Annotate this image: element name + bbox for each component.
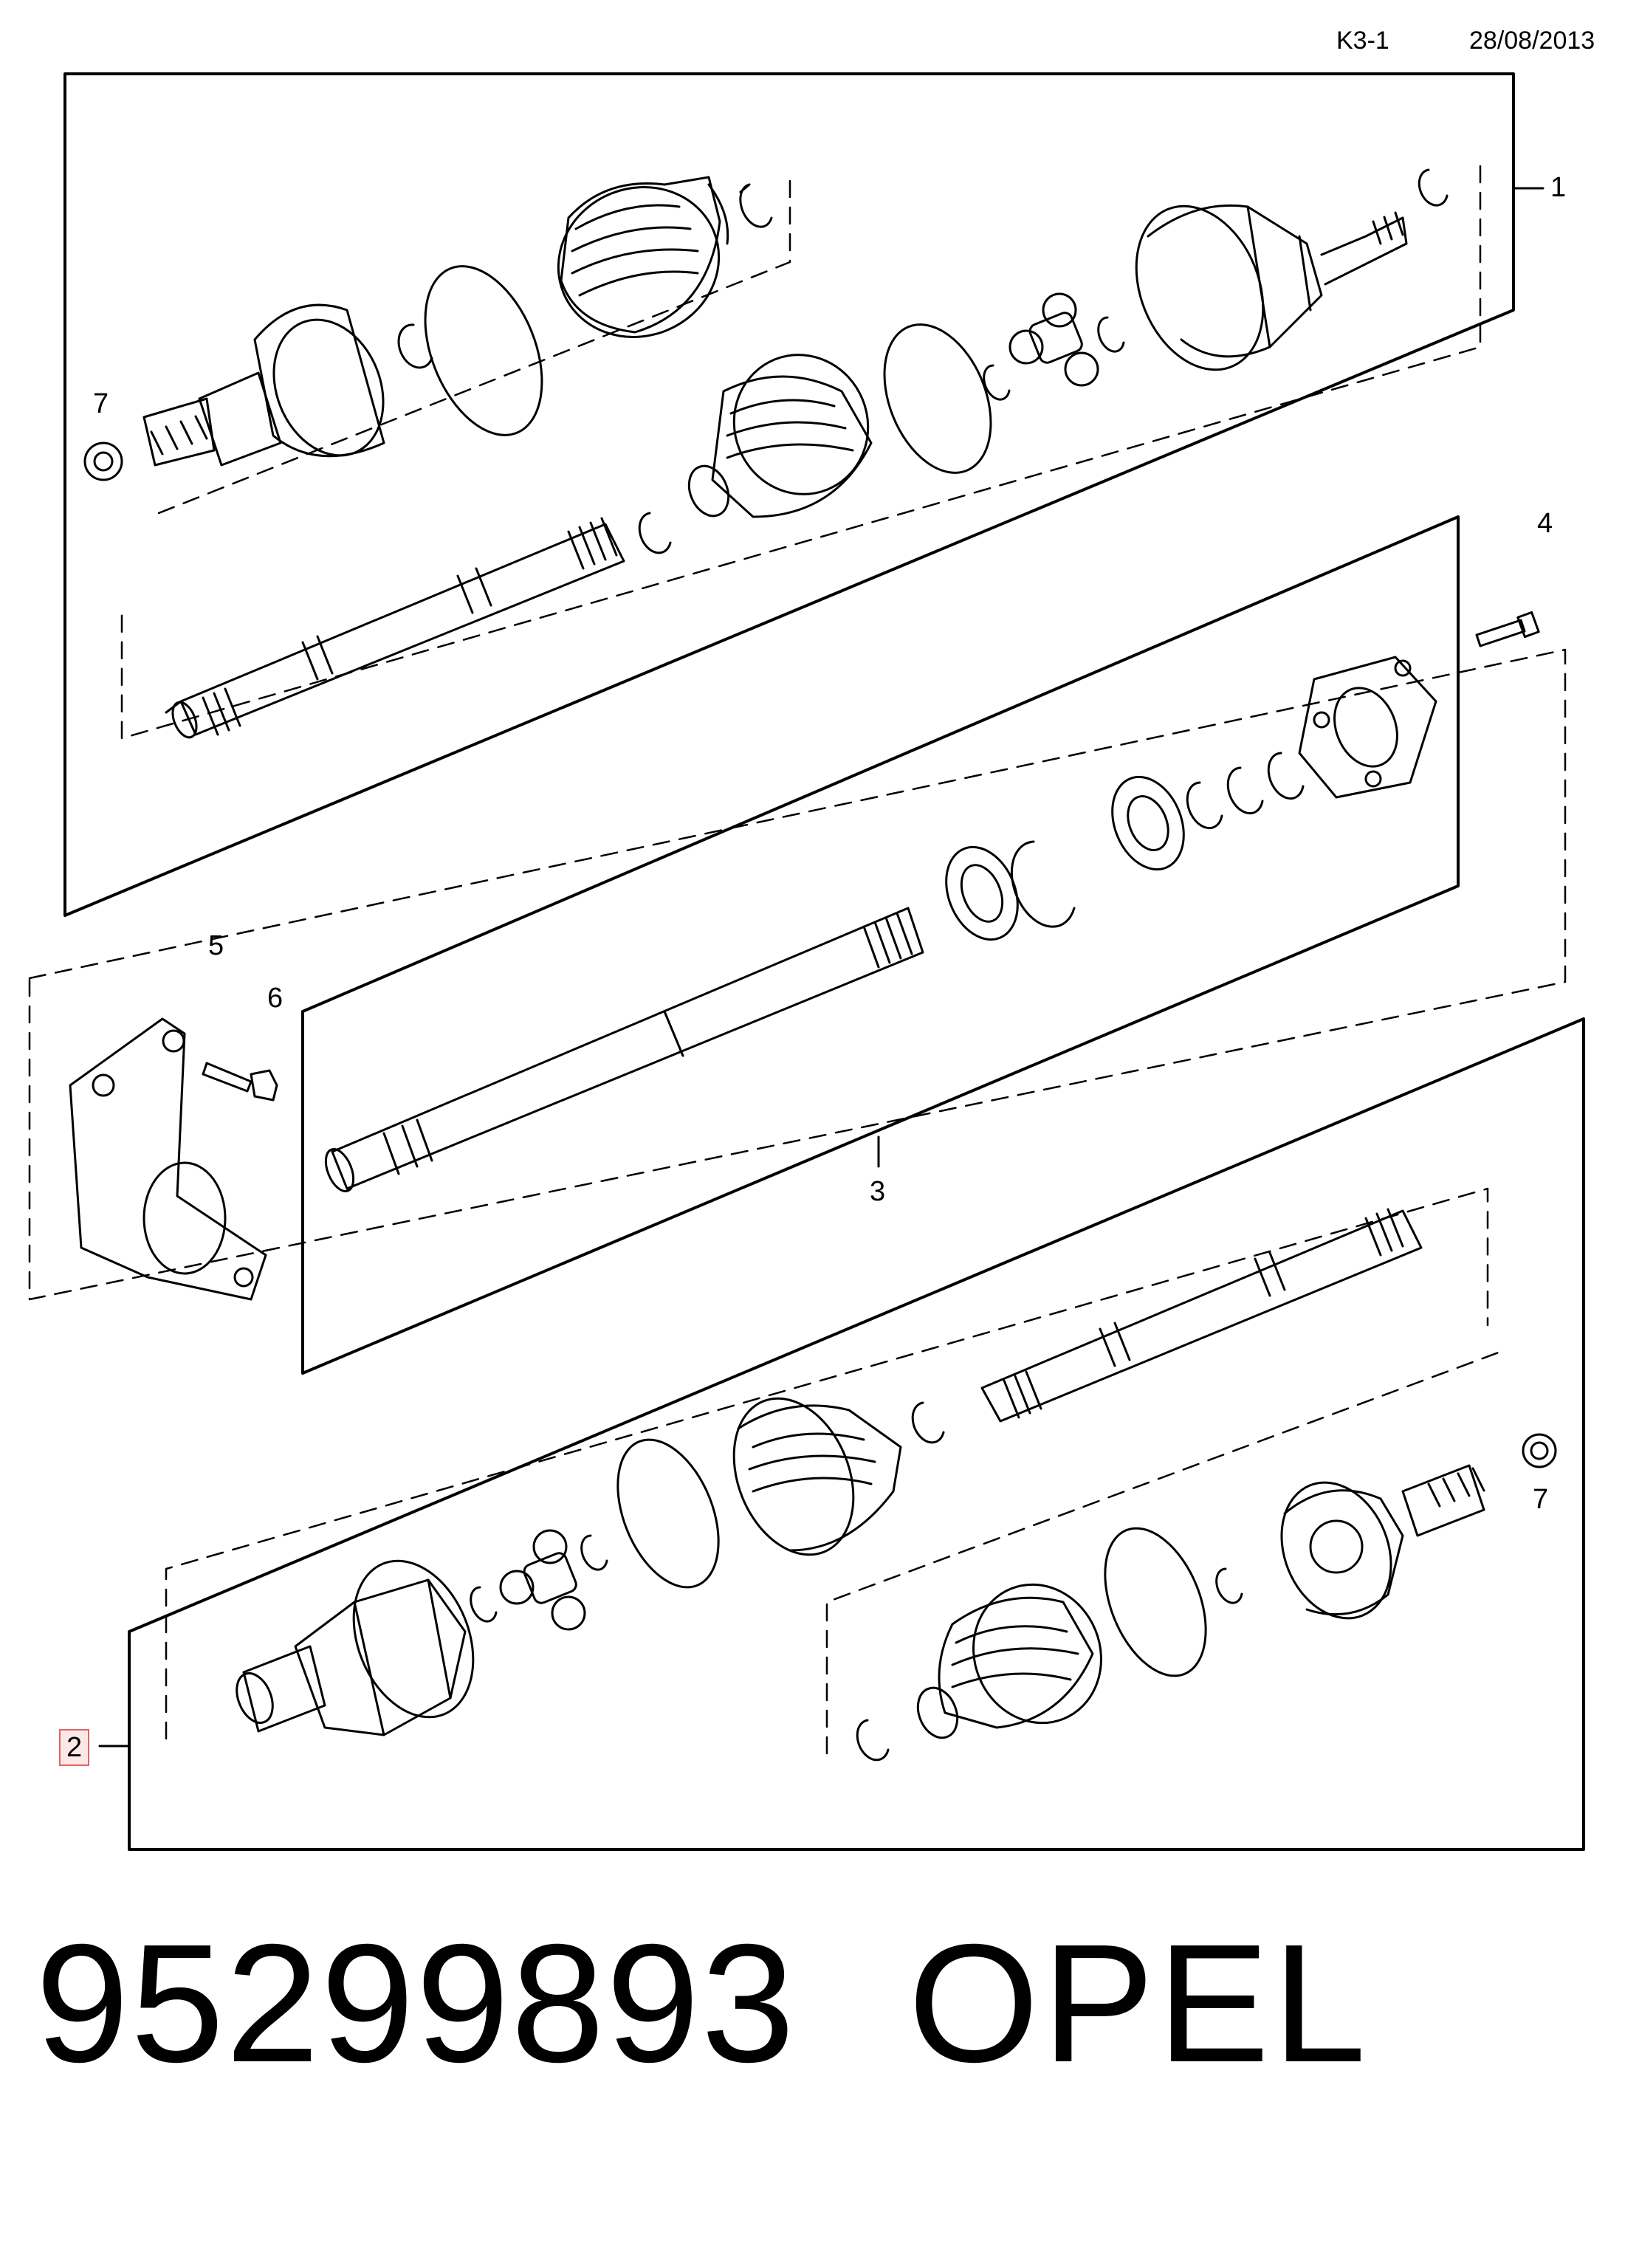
- upper-tripod-snapring: [1097, 316, 1125, 353]
- callout-2: 2: [59, 1729, 90, 1766]
- flange-bolt: [1475, 611, 1540, 647]
- upper-inner-circlip: [983, 364, 1011, 401]
- lower-outer-circlip: [1215, 1567, 1243, 1604]
- lower-outer-small-clamp: [856, 1719, 890, 1762]
- callout-7-upper: 7: [93, 388, 109, 419]
- lower-outer-cv-joint: [1280, 1464, 1485, 1620]
- upper-outer-cv-joint: [83, 303, 385, 481]
- lower-tripod-snaprings: [470, 1534, 608, 1623]
- lower-outer-clamp: [1104, 1527, 1207, 1677]
- group-2-frame: [98, 1017, 1585, 1851]
- callout-7-lower: 7: [1533, 1484, 1549, 1515]
- lower-axle-nut: [1522, 1433, 1557, 1468]
- lower-inner-clamp: [616, 1438, 720, 1589]
- lower-inner-small-clamp: [911, 1401, 945, 1444]
- bearing-snaprings: [1186, 752, 1305, 829]
- lower-inner-tripod-housing: [236, 1559, 475, 1736]
- upper-boot-small-clamp: [638, 512, 672, 554]
- center-bearing: [1111, 775, 1185, 871]
- upper-inner-tripod-housing: [1135, 168, 1449, 371]
- callout-5: 5: [208, 930, 224, 961]
- callout-3: 3: [870, 1176, 886, 1207]
- sheet-code: K3-1: [1336, 27, 1389, 55]
- callout-1: 1: [1550, 172, 1567, 203]
- upper-outer-small-clamp: [739, 183, 773, 228]
- brand-name: OPEL: [908, 1910, 1370, 2097]
- support-bracket: [69, 1017, 267, 1301]
- bracket-bolt: [202, 1062, 278, 1102]
- upper-outer-clamp: [424, 265, 543, 436]
- upper-outer-boot: [557, 176, 729, 338]
- upper-inner-boot: [687, 354, 873, 518]
- callout-4: 4: [1537, 508, 1553, 539]
- upper-outer-circlip: [397, 323, 433, 369]
- group-3-frame: [301, 515, 1460, 1375]
- retaining-ring: [1010, 840, 1076, 928]
- callout-6: 6: [267, 983, 284, 1014]
- lower-shaft: [980, 1208, 1423, 1423]
- group-1-dashed-boxes: [120, 165, 1482, 740]
- upper-inner-clamp: [883, 323, 992, 474]
- group-2-dashed-boxes: [165, 1187, 1504, 1755]
- part-number: 95299893: [35, 1910, 797, 2097]
- lower-inner-boot: [732, 1397, 902, 1556]
- lower-tripod-spider: [499, 1529, 586, 1631]
- group-3-dashed-box: [28, 648, 1567, 1301]
- upper-tripod-spider: [1009, 292, 1099, 387]
- sheet-date: 28/08/2013: [1469, 27, 1595, 55]
- lower-outer-boot: [916, 1583, 1102, 1739]
- group-1-frame: [63, 72, 1544, 917]
- bearing-flange: [1298, 656, 1437, 799]
- upper-shaft: [165, 517, 625, 739]
- intermediate-shaft: [324, 907, 924, 1192]
